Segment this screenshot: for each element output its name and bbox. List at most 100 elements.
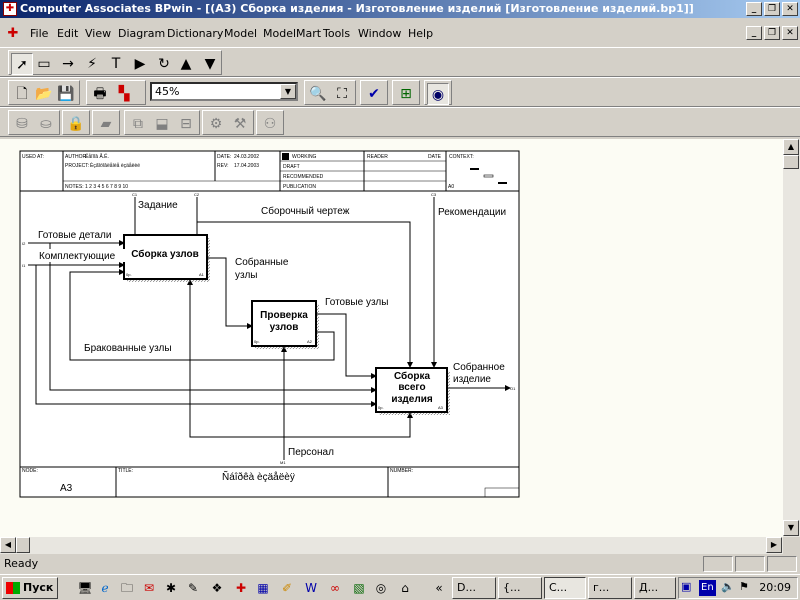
vertical-scroll-thumb[interactable]: [783, 155, 799, 169]
close-button[interactable]: ✕: [782, 2, 798, 16]
doc-restore-button[interactable]: ❐: [764, 26, 780, 40]
play-tool-icon[interactable]: ▶: [134, 56, 146, 72]
zoom-fit-icon[interactable]: ⛶: [337, 86, 347, 102]
app-icon-6[interactable]: ∞: [330, 581, 340, 595]
mm-users-icon[interactable]: ⚇: [263, 116, 277, 132]
arrow-chertezh[interactable]: [196, 197, 413, 368]
doc-close-button[interactable]: ✕: [782, 26, 798, 40]
start-label: Пуск: [23, 581, 54, 594]
new-file-icon[interactable]: 🗋: [16, 86, 28, 102]
task-button-3[interactable]: C...: [544, 577, 586, 599]
doc-minimize-button[interactable]: _: [746, 26, 762, 40]
horizontal-scroll-thumb[interactable]: [16, 537, 30, 553]
model-explorer-icon[interactable]: ◉: [427, 83, 449, 105]
menu-modelmart[interactable]: ModelMart: [263, 27, 322, 40]
mm-grid-icon[interactable]: ⊟: [180, 116, 192, 132]
box-proverka-uzlov[interactable]: [251, 300, 317, 347]
task-button-2[interactable]: {...: [498, 577, 542, 599]
zoom-in-icon[interactable]: 🔍: [309, 86, 327, 102]
box-sborka-uzlov[interactable]: [123, 234, 208, 280]
task-button-5[interactable]: Д...: [634, 577, 676, 599]
scroll-left-icon[interactable]: ◀: [0, 537, 16, 553]
diagram-canvas[interactable]: USED AT: AUTHOR: Ëåîíîâ Â.Ë. DATE: 24.03…: [0, 139, 783, 537]
zoom-dropdown-chevron-icon[interactable]: ▼: [280, 84, 296, 99]
app-icon-7[interactable]: ▧: [353, 581, 365, 595]
language-indicator[interactable]: En: [699, 580, 716, 596]
horizontal-scrollbar[interactable]: ◀ ▶: [0, 537, 783, 554]
bpwin-app-icon[interactable]: ✚: [3, 2, 17, 16]
mail-icon[interactable]: ✉: [143, 581, 155, 595]
menu-help[interactable]: Help: [408, 27, 434, 40]
pointer-tool-icon[interactable]: ➚: [11, 53, 33, 75]
menu-dictionary[interactable]: Dictionary: [167, 27, 224, 40]
mm-disconnect-icon[interactable]: ⛀: [40, 116, 52, 132]
app-icon-9[interactable]: ⌂: [401, 581, 409, 595]
tray-app-icon[interactable]: ⚑: [739, 580, 749, 593]
word-icon[interactable]: W: [305, 581, 317, 595]
zoom-combo[interactable]: 45% ▼: [150, 82, 298, 101]
box2-label-line2: узлов: [270, 322, 299, 333]
ie-icon[interactable]: ℯ: [101, 581, 109, 595]
app-icon-4[interactable]: ▦: [257, 581, 269, 595]
app-icon-8[interactable]: ◎: [375, 581, 387, 595]
box-tool-icon[interactable]: ▭: [37, 56, 51, 72]
bpwin-quick-icon[interactable]: ✚: [235, 581, 247, 595]
menu-model[interactable]: Model: [224, 27, 258, 40]
minimize-button[interactable]: _: [746, 2, 762, 16]
idef0-diagram[interactable]: USED AT: AUTHOR: Ëåîíîâ Â.Ë. DATE: 24.03…: [0, 139, 783, 537]
mm-library-icon[interactable]: ▰: [100, 116, 112, 132]
tray-monitor-icon[interactable]: ▣: [681, 580, 692, 593]
tray-volume-icon[interactable]: 🔈: [721, 580, 735, 593]
scroll-down-icon[interactable]: ▼: [783, 520, 799, 536]
menu-file[interactable]: File: [30, 27, 49, 40]
arrow-brakovannye[interactable]: [69, 269, 335, 361]
menu-view[interactable]: View: [85, 27, 112, 40]
maximize-button[interactable]: ❐: [764, 2, 780, 16]
app-icon-1[interactable]: ✱: [165, 581, 177, 595]
task-button-1[interactable]: D...: [452, 577, 496, 599]
mm-security-icon[interactable]: ⚙: [209, 116, 223, 132]
spell-check-icon[interactable]: ✔: [368, 86, 380, 102]
rotate-tool-icon[interactable]: ↻: [158, 56, 170, 72]
app-icon-2[interactable]: ✎: [187, 581, 199, 595]
arrow-sobrannye-uzly[interactable]: [206, 257, 253, 329]
title-bar[interactable]: ✚ Computer Associates BPwin - [(A3) Сбор…: [0, 0, 800, 18]
arrow-gotovye-uzly[interactable]: [317, 313, 377, 379]
title-value: Ñáîðêà èçäåëèÿ: [222, 470, 295, 483]
start-button[interactable]: Пуск: [2, 577, 58, 599]
color-palette-icon[interactable]: ▚: [118, 86, 130, 102]
mm-split-icon[interactable]: ⬓: [155, 116, 169, 132]
title-label: TITLE:: [118, 468, 133, 474]
menu-diagram[interactable]: Diagram: [118, 27, 166, 40]
taskbar-more-chevron-icon[interactable]: «: [435, 581, 443, 595]
go-parent-icon[interactable]: ▲: [180, 56, 192, 72]
mm-settings-icon[interactable]: ⚒: [233, 116, 247, 132]
mm-lock-icon[interactable]: 🔒: [67, 116, 85, 132]
app-icon-5[interactable]: ✐: [281, 581, 293, 595]
app-icon-3[interactable]: ❖: [211, 581, 223, 595]
menu-window[interactable]: Window: [358, 27, 402, 40]
document-icon[interactable]: ✚: [7, 26, 19, 41]
status-panel-1: [703, 556, 733, 572]
scroll-right-icon[interactable]: ▶: [766, 537, 782, 553]
box-sborka-izdeliya[interactable]: [375, 367, 448, 413]
text-tool-icon[interactable]: T: [111, 56, 121, 72]
model-tree-icon[interactable]: ⊞: [400, 86, 412, 102]
mm-connect-icon[interactable]: ⛁: [16, 116, 28, 132]
scroll-up-icon[interactable]: ▲: [783, 139, 799, 155]
print-icon[interactable]: 🖶: [93, 86, 107, 102]
box3-label-line1: Сборка: [394, 370, 430, 382]
squiggle-tool-icon[interactable]: ⚡: [87, 56, 97, 72]
box3-label-line3: изделия: [391, 394, 433, 405]
menu-edit[interactable]: Edit: [57, 27, 79, 40]
explorer-icon[interactable]: 🗀: [120, 581, 133, 595]
vertical-scrollbar[interactable]: ▲ ▼: [783, 139, 800, 537]
mm-merge-icon[interactable]: ⧉: [133, 116, 143, 132]
open-file-icon[interactable]: 📂: [35, 86, 53, 102]
arrow-tool-icon[interactable]: →: [62, 56, 74, 72]
save-file-icon[interactable]: 💾: [57, 86, 75, 102]
go-child-icon[interactable]: ▼: [204, 56, 216, 72]
show-desktop-icon[interactable]: 🖥: [77, 581, 93, 595]
menu-tools[interactable]: Tools: [323, 27, 351, 40]
task-button-4[interactable]: г...: [588, 577, 632, 599]
